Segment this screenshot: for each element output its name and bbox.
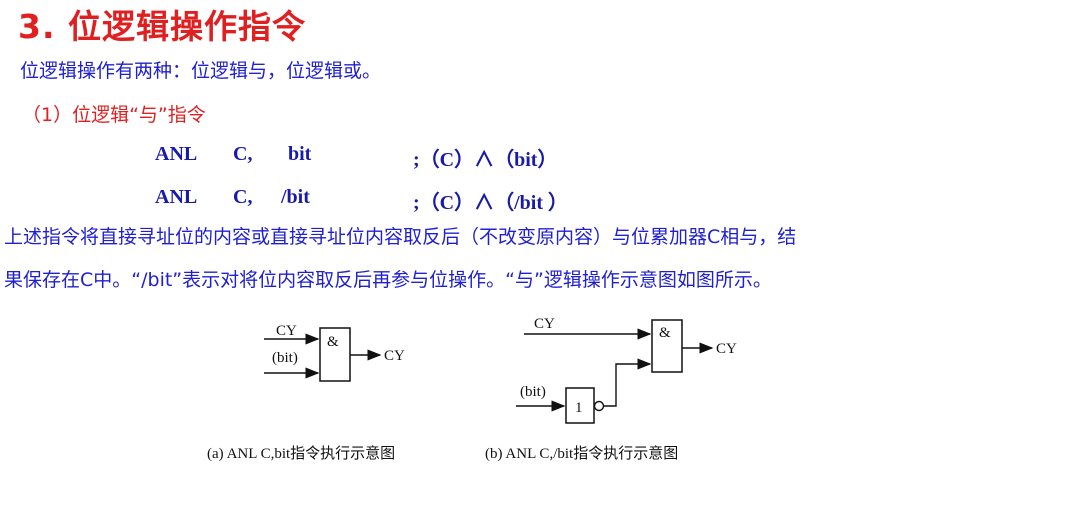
- diagram-b-inversion-bubble: [593, 400, 605, 412]
- diagram-a-caption: (a) ANL C,bit指令执行示意图: [207, 446, 396, 462]
- instr2-mnemonic: ANL: [155, 186, 198, 208]
- instr2-op1: C,: [233, 186, 253, 208]
- diagram-b-and-box: [651, 319, 683, 373]
- diagram-b-input2-label: (bit): [520, 384, 546, 400]
- instr2-op2: /bit: [281, 186, 310, 208]
- instr1-op2: bit: [288, 143, 312, 165]
- section-subheading: （1）位逻辑“与”指令: [22, 104, 206, 126]
- instr1-mnemonic: ANL: [155, 143, 198, 165]
- diagram-b-gate-symbol: &: [659, 325, 671, 341]
- diagram-b-caption: (b) ANL C,/bit指令执行示意图: [485, 446, 679, 462]
- page-title: 3. 位逻辑操作指令: [18, 7, 306, 46]
- instr1-op1: C,: [233, 143, 253, 165]
- diagram-b-inverted-wire: [604, 358, 652, 407]
- diagram-b-output-label: CY: [716, 341, 737, 357]
- diagram-b-not-and-gate: CY & CY (bit) 1: [516, 316, 737, 424]
- description-line-1: 上述指令将直接寻址位的内容或直接寻址位内容取反后（不改变原内容）与位累加器C相与…: [4, 226, 797, 248]
- diagram-a-input2-label: (bit): [272, 350, 298, 366]
- diagram-a-output-label: CY: [384, 348, 405, 364]
- description-line-2: 果保存在C中。“/bit”表示对将位内容取反后再参与位操作。“与”逻辑操作示意图…: [4, 269, 772, 291]
- instr1-comment: ;（C）∧（bit）: [413, 149, 558, 171]
- intro-text: 位逻辑操作有两种：位逻辑与，位逻辑或。: [20, 60, 382, 82]
- diagram-a-and-gate: CY (bit) & CY: [264, 323, 405, 382]
- diagram-b-not-symbol: 1: [575, 400, 583, 416]
- diagram-a-gate-symbol: &: [327, 334, 339, 350]
- instr2-comment: ;（C）∧（/bit ）: [413, 192, 568, 214]
- diagram-b-input1-label: CY: [534, 316, 555, 332]
- diagram-a-input1-label: CY: [276, 323, 297, 339]
